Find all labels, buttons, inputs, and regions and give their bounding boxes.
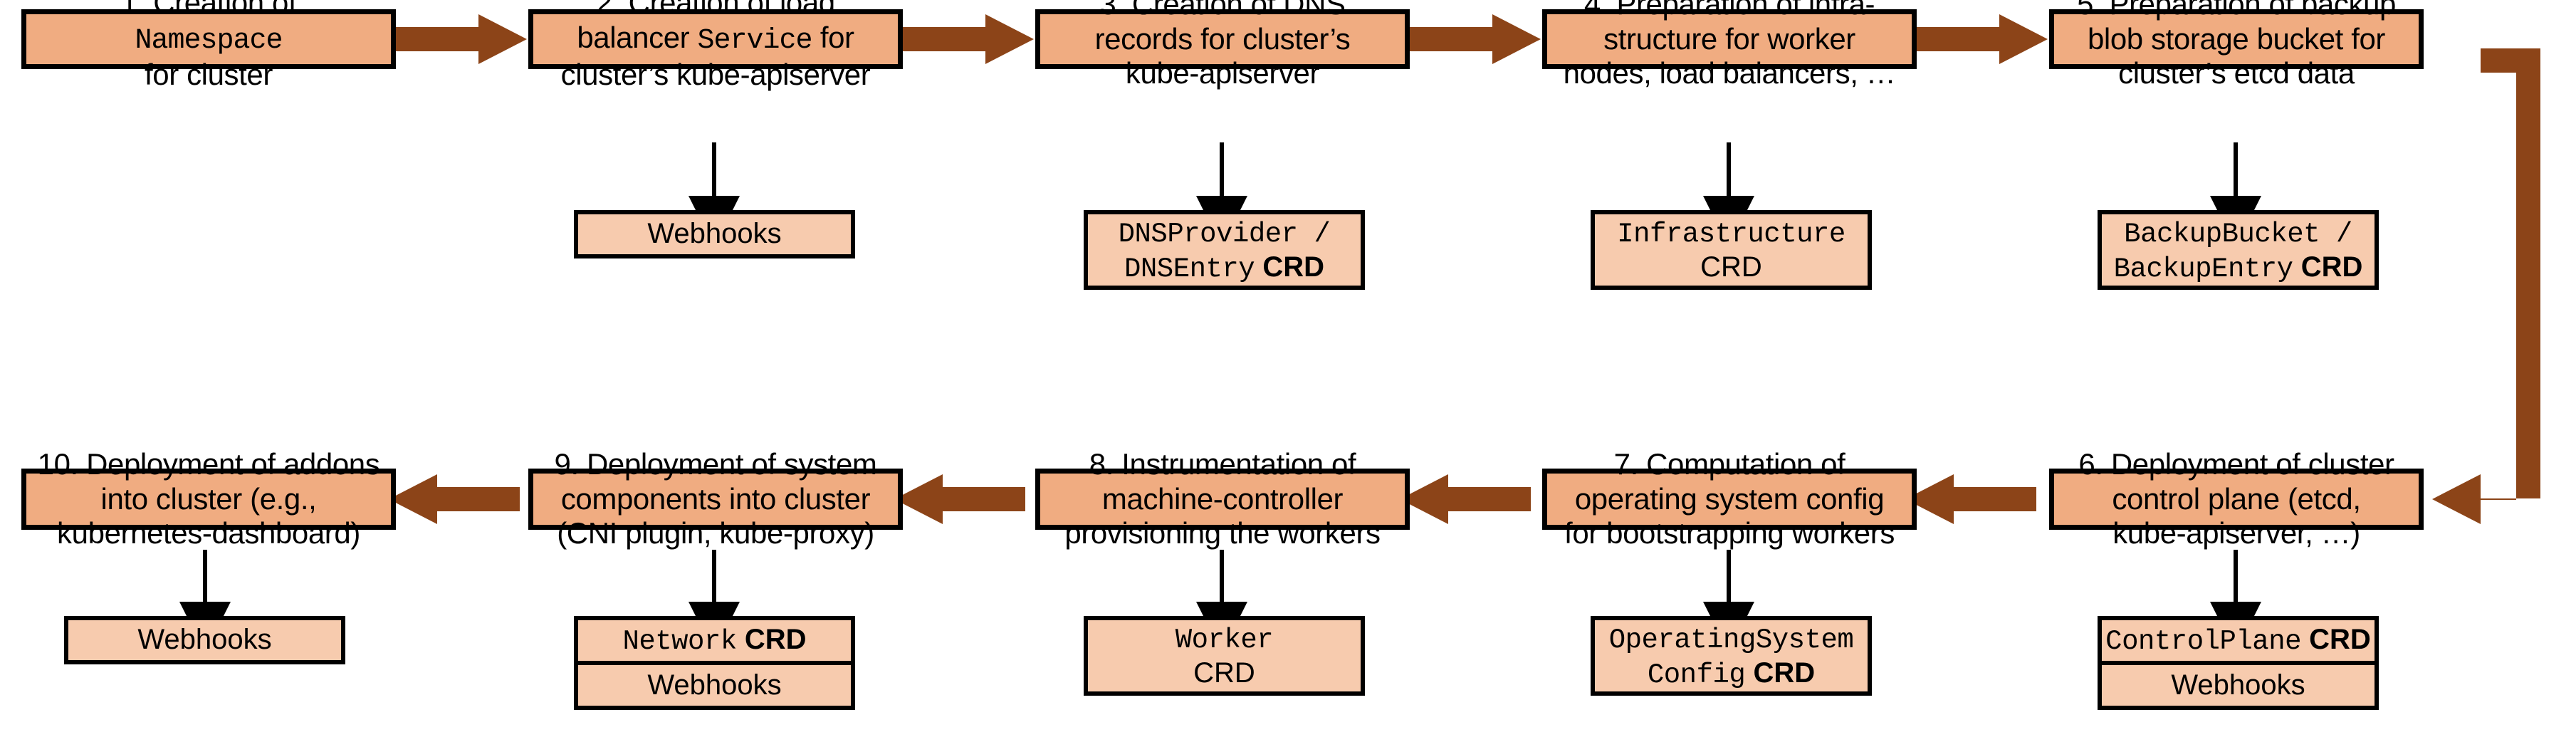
step-box-3[interactable]: 3. Creation of DNS records for cluster’s…: [1035, 0, 1410, 90]
step-3-label: 3. Creation of DNS records for cluster’s…: [1094, 0, 1351, 90]
step-box-1[interactable]: 1. Creation of Namespace for cluster: [21, 0, 396, 91]
artifact-box-step2-webhooks[interactable]: Webhooks: [574, 210, 855, 258]
artifact-box-step4-infrastructure[interactable]: Infrastructure CRD: [1591, 210, 1872, 290]
webhooks-label-9: Webhooks: [647, 669, 782, 701]
artifact-row-backup: BackupBucket / BackupEntry CRD: [2102, 214, 2375, 287]
step-5-label: 5. Preparation of backup blob storage bu…: [2076, 0, 2397, 90]
step-7-label: 7. Computation of operating system confi…: [1564, 446, 1895, 550]
artifact-row-webhooks: Webhooks: [578, 214, 851, 254]
step-4-label: 4. Preparation of infra- structure for w…: [1563, 0, 1896, 90]
step-box-6[interactable]: 6. Deployment of cluster control plane (…: [2049, 447, 2424, 550]
flow-arrow-6-to-7: [1905, 474, 2036, 524]
step-9-label: 9. Deployment of system components into …: [554, 446, 877, 550]
artifact-row-network-crd: Network CRD: [578, 620, 851, 661]
step-6-label: 6. Deployment of cluster control plane (…: [2078, 446, 2394, 550]
artifact-box-step5-backup[interactable]: BackupBucket / BackupEntry CRD: [2098, 210, 2379, 290]
step-box-9[interactable]: 9. Deployment of system components into …: [528, 447, 903, 550]
flow-arrow-3-to-4: [1410, 14, 1541, 64]
artifact-row-webhooks-10: Webhooks: [68, 620, 341, 660]
worker-crd-label: Worker CRD: [1175, 625, 1274, 689]
step-10-label: 10. Deployment of addons into cluster (e…: [37, 446, 380, 550]
flow-arrow-7-to-8: [1400, 474, 1531, 524]
flow-arrow-4-to-5: [1917, 14, 2048, 64]
step-1-label: 1. Creation of Namespace for cluster: [120, 0, 297, 92]
webhooks-label: Webhooks: [647, 218, 782, 250]
artifact-row-infrastructure: Infrastructure CRD: [1595, 214, 1868, 286]
artifact-box-step9-network[interactable]: Network CRD Webhooks: [574, 616, 855, 710]
step-8-label: 8. Instrumentation of machine-controller…: [1064, 446, 1381, 550]
artifact-box-step8-worker[interactable]: Worker CRD: [1084, 616, 1365, 696]
artifact-row-network-webhooks: Webhooks: [578, 661, 851, 706]
controlplane-crd-label: ControlPlane CRD: [2105, 623, 2371, 657]
backup-crd-label: BackupBucket / BackupEntry CRD: [2113, 219, 2363, 286]
artifact-row-controlplane-webhooks: Webhooks: [2102, 661, 2375, 706]
infrastructure-crd-label: Infrastructure CRD: [1617, 219, 1845, 283]
step-2-label: 2. Creation of load balancer Service for…: [560, 0, 871, 92]
step-box-8[interactable]: 8. Instrumentation of machine-controller…: [1035, 447, 1410, 550]
artifact-box-step7-osc[interactable]: OperatingSystem Config CRD: [1591, 616, 1872, 696]
step-box-5[interactable]: 5. Preparation of backup blob storage bu…: [2049, 0, 2424, 90]
artifact-row-osc: OperatingSystem Config CRD: [1595, 620, 1868, 693]
flow-arrow-9-to-10: [389, 474, 520, 524]
artifact-row-dns: DNSProvider / DNSEntry CRD: [1088, 214, 1361, 287]
step-box-7[interactable]: 7. Computation of operating system confi…: [1542, 447, 1917, 550]
flow-arrow-2-to-3: [903, 14, 1034, 64]
network-crd-label: Network CRD: [622, 623, 807, 657]
artifact-row-worker: Worker CRD: [1088, 620, 1361, 691]
flow-arrow-1-to-2: [396, 14, 527, 64]
webhooks-label-10: Webhooks: [137, 624, 272, 656]
artifact-box-step10-webhooks[interactable]: Webhooks: [64, 616, 345, 664]
flow-arrow-8-to-9: [894, 474, 1025, 524]
artifact-box-step6-controlplane[interactable]: ControlPlane CRD Webhooks: [2098, 616, 2379, 710]
step-box-10[interactable]: 10. Deployment of addons into cluster (e…: [21, 447, 396, 550]
osc-crd-label: OperatingSystem Config CRD: [1608, 625, 1854, 691]
artifact-row-controlplane-crd: ControlPlane CRD: [2102, 620, 2375, 661]
flow-arrow-5-to-6-uturn: [2432, 48, 2540, 524]
step-box-4[interactable]: 4. Preparation of infra- structure for w…: [1542, 0, 1917, 90]
artifact-box-step3-dns[interactable]: DNSProvider / DNSEntry CRD: [1084, 210, 1365, 290]
webhooks-label-6: Webhooks: [2171, 669, 2305, 701]
dns-crd-label: DNSProvider / DNSEntry CRD: [1118, 219, 1331, 286]
step-box-2[interactable]: 2. Creation of load balancer Service for…: [528, 0, 903, 91]
